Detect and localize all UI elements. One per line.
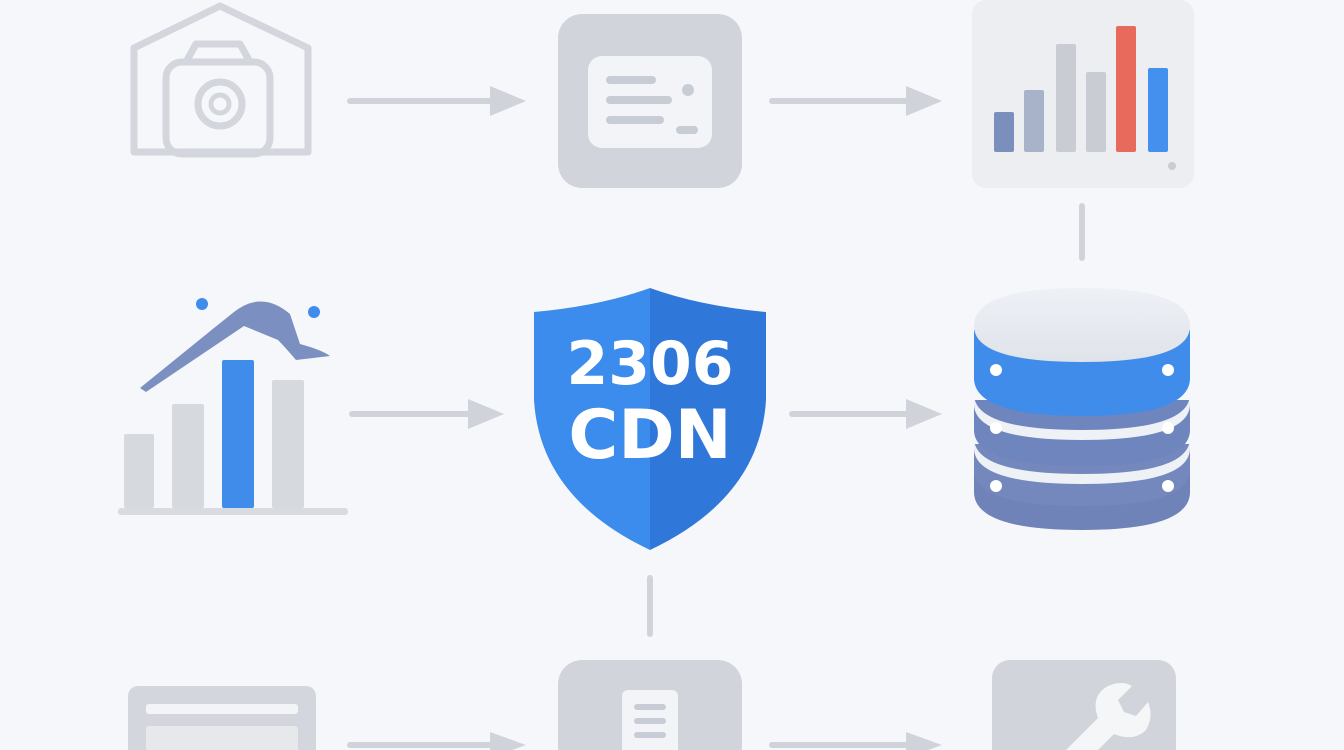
cdn-shield-icon: 2306 CDN [534, 288, 766, 550]
analytics-chart-icon [118, 298, 348, 515]
arrow-right [349, 399, 504, 429]
shield-line-1: 2306 [567, 329, 734, 399]
arrow-right [347, 86, 526, 116]
database-icon [974, 288, 1190, 530]
document-icon [558, 660, 742, 750]
document-card-icon [558, 14, 742, 188]
arrow-right [769, 86, 942, 116]
bar-chart-icon [972, 0, 1194, 188]
arrow-right [769, 732, 942, 750]
list-card-icon [128, 686, 316, 750]
shield-line-2: CDN [568, 396, 731, 475]
arrow-right [347, 732, 526, 750]
wrench-icon [992, 660, 1176, 750]
arrow-right [789, 399, 942, 429]
camera-home-icon [130, 2, 312, 158]
